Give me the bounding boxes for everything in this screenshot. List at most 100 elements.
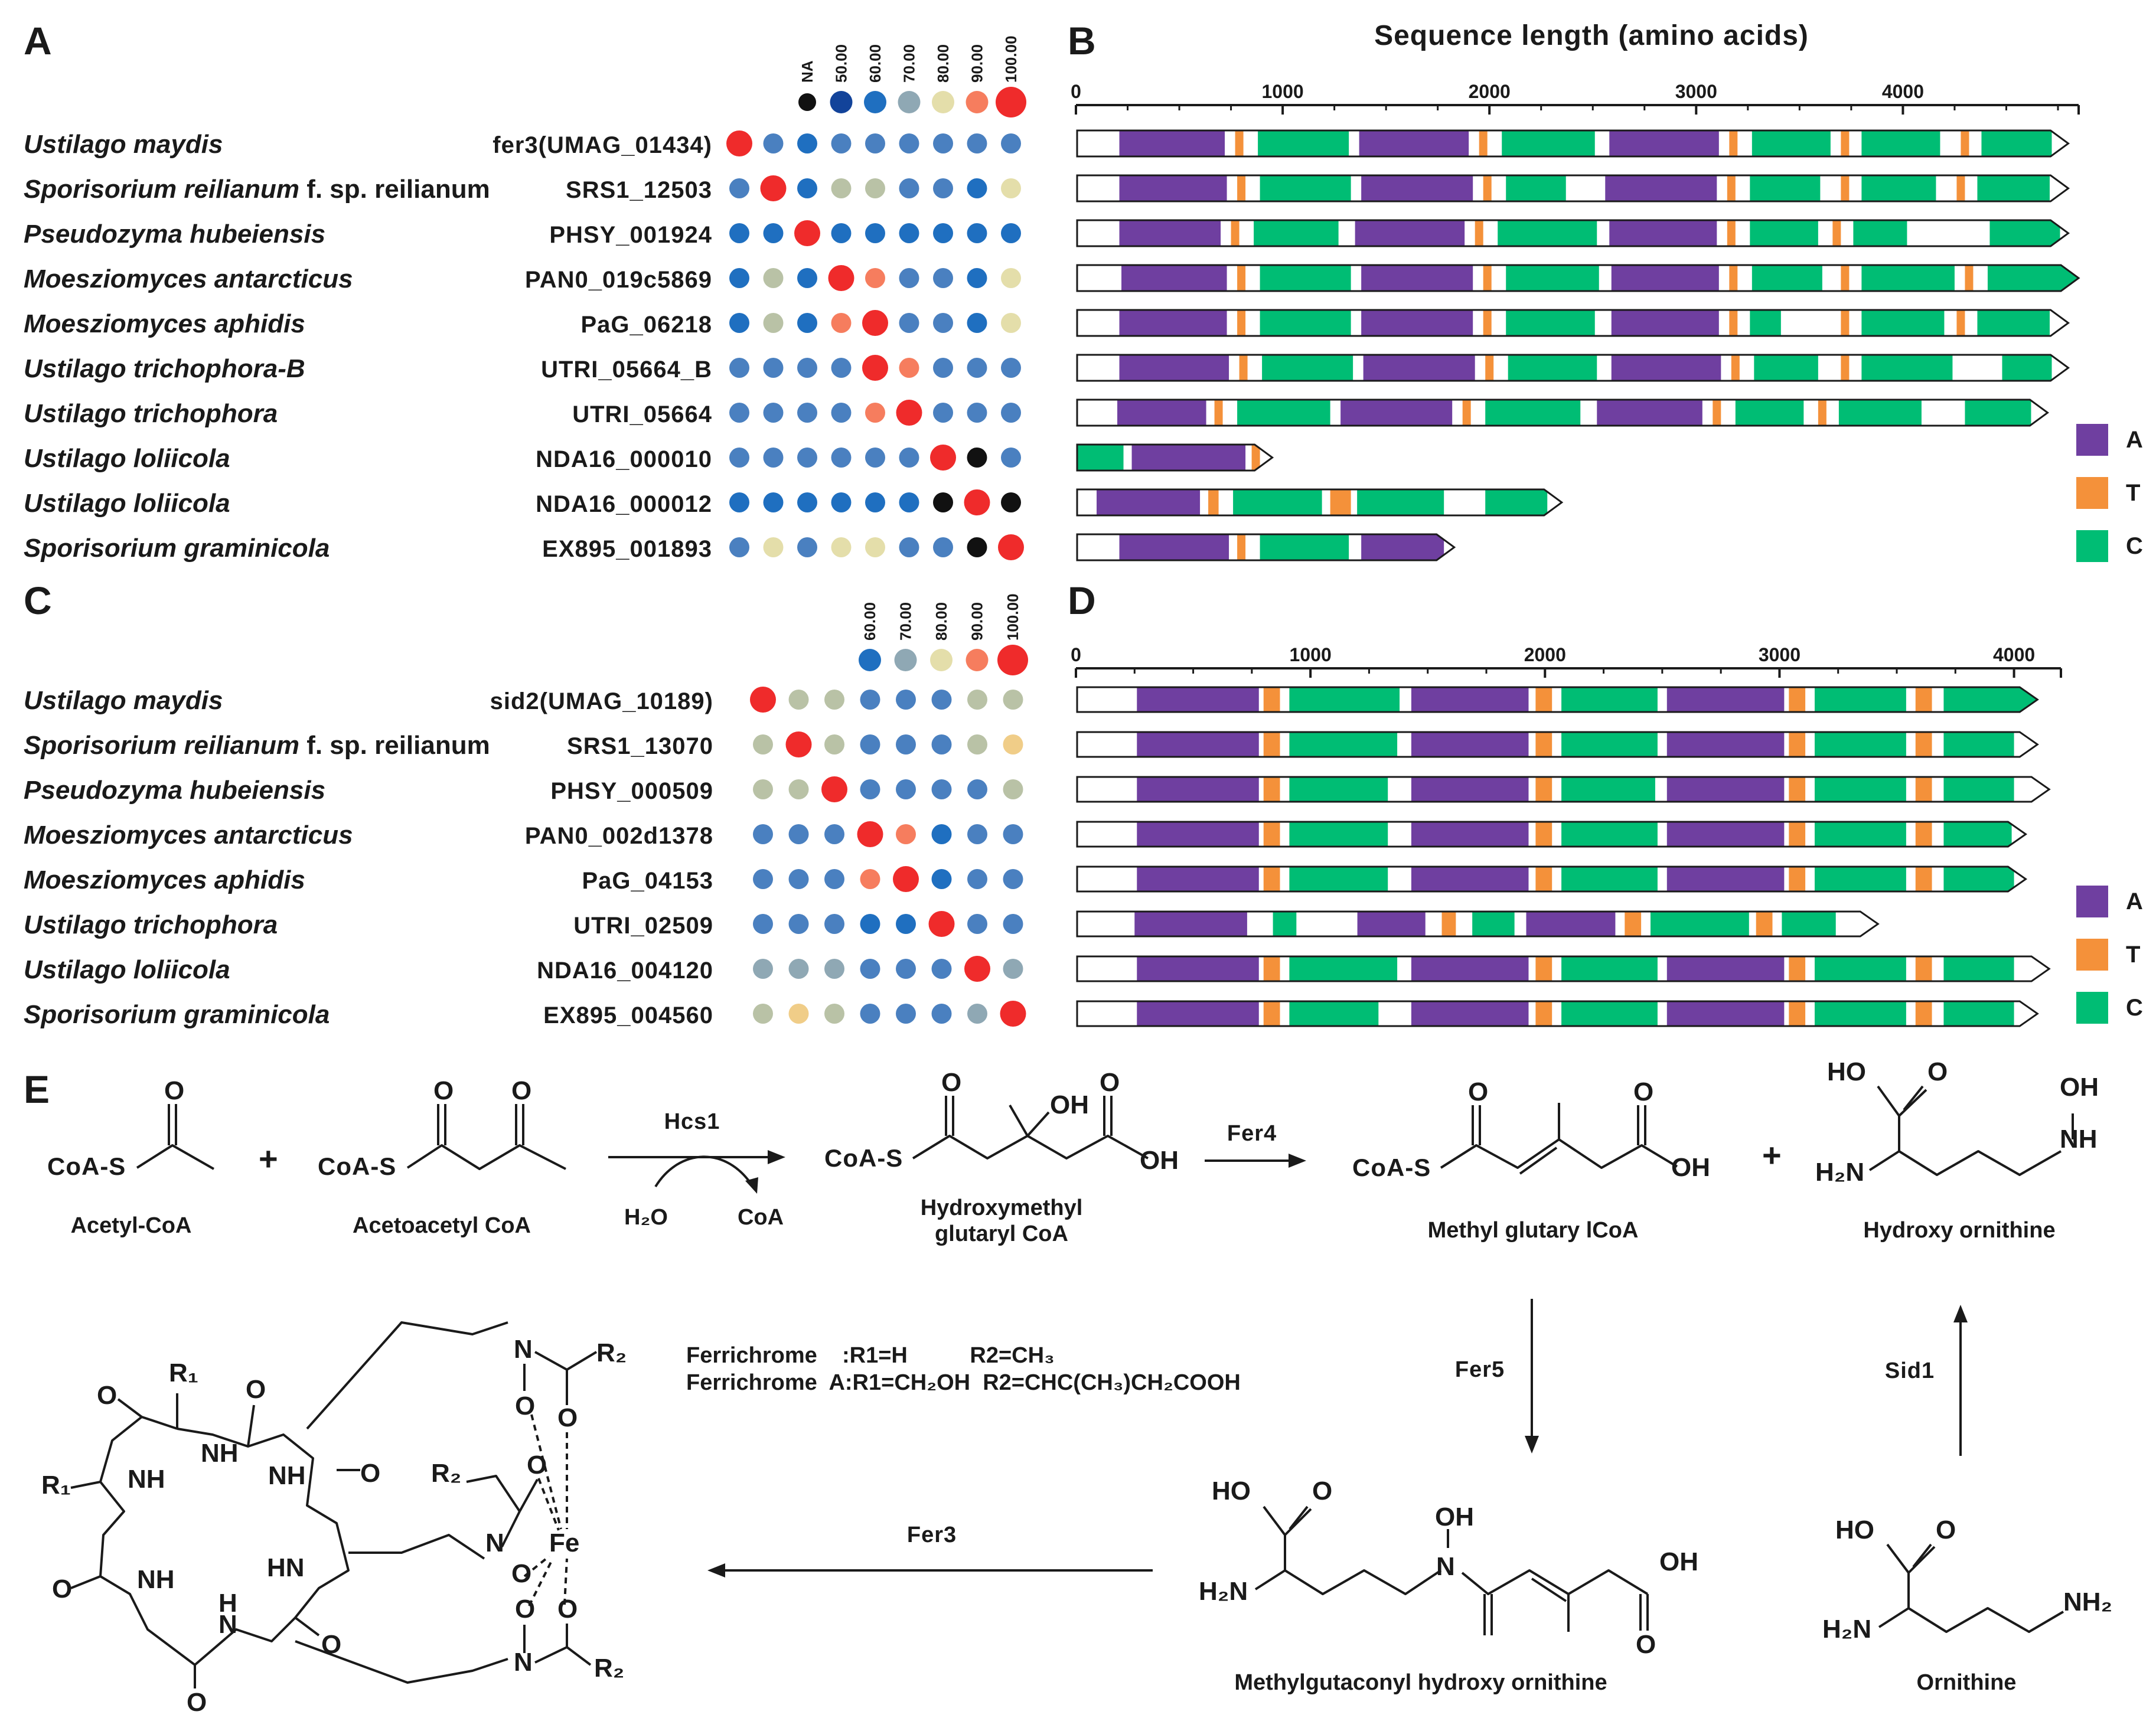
identity-dot (933, 313, 953, 333)
domain-t (1237, 265, 1246, 291)
identity-dot (899, 223, 919, 243)
identity-dot (930, 445, 956, 471)
gene-id: PHSY_000509 (550, 778, 713, 804)
atom-o: O (1936, 1516, 1956, 1544)
domain-c (1861, 175, 1936, 201)
identity-dot (860, 779, 880, 799)
identity-dot (831, 223, 852, 243)
domain-t (1237, 534, 1246, 560)
domain-c (1750, 175, 1821, 201)
domain-a (1597, 400, 1702, 426)
identity-dot (824, 869, 844, 889)
domain-t (1208, 489, 1219, 515)
identity-dot (967, 313, 987, 333)
identity-dot (729, 403, 749, 423)
domain-t (1263, 732, 1280, 757)
identity-dot (933, 358, 953, 378)
atom-oh: OH (1140, 1146, 1179, 1175)
protein-outline (1076, 488, 1564, 517)
domain-c (1943, 822, 2012, 847)
identity-dot (896, 1004, 916, 1024)
identity-dot (931, 824, 952, 844)
domain-c (1260, 175, 1351, 201)
domain-c (1561, 732, 1658, 757)
domain-t (1915, 777, 1932, 802)
scale-dot (966, 91, 989, 113)
plus-sign-1: + (259, 1140, 278, 1177)
identity-dot (1000, 1001, 1026, 1027)
domain-t (1915, 687, 1932, 712)
domain-t (1483, 175, 1492, 201)
atom-nh: NH (201, 1439, 239, 1468)
atom-oh: OH (1435, 1503, 1474, 1531)
domain-c (1289, 732, 1398, 757)
atom-n: N (218, 1610, 237, 1639)
protein-domains (1137, 687, 2038, 712)
scale-dot (930, 649, 953, 671)
scale-dot (898, 91, 921, 113)
hmg-coa-label-1: Hydroxymethyl (921, 1196, 1083, 1220)
domain-a (1411, 777, 1529, 802)
domain-a (1666, 777, 1785, 802)
identity-dot (998, 534, 1024, 560)
protein-domains (1097, 489, 1548, 515)
domain-t (1625, 912, 1642, 936)
ferrichrome-definition-1: Ferrichrome :R1=H R2=CH₃ (686, 1343, 1055, 1368)
atom-o: O (246, 1375, 266, 1404)
species-name: Ustilago loliicola (24, 489, 230, 518)
scale-label: 90.00 (968, 44, 986, 83)
domain-c (1977, 310, 2050, 336)
domain-t (1915, 867, 1932, 891)
protein-domains (1121, 265, 2079, 291)
identity-dot (726, 130, 752, 156)
domain-t (1915, 956, 1932, 981)
domain-c (1561, 822, 1658, 847)
identity-dot (896, 914, 916, 934)
domain-t (1263, 687, 1280, 712)
gene-id: PAN0_002d1378 (525, 823, 713, 849)
gene-id: UTRI_05664_B (541, 357, 712, 383)
atom-o: O (1100, 1068, 1120, 1097)
identity-dot (831, 492, 852, 512)
identity-dot (763, 403, 784, 423)
protein-domains (1137, 867, 2014, 891)
scale-dot (996, 87, 1026, 117)
species-name: Moesziomyces antarcticus (24, 821, 353, 850)
protein-domains (1117, 400, 2031, 426)
legend-label: A (2126, 889, 2143, 914)
protein-outline (1076, 865, 2028, 893)
domain-a (1666, 1001, 1785, 1026)
legend-swatch-a (2076, 424, 2108, 456)
domain-t (1841, 175, 1850, 201)
identity-dot (865, 537, 885, 557)
domain-a (1137, 777, 1259, 802)
scale-dot (859, 649, 881, 671)
domain-t (1729, 265, 1738, 291)
identity-dot (1003, 869, 1023, 889)
panel-letter-d: D (1068, 579, 1096, 622)
x-axis-tick-label: 4000 (1993, 644, 2035, 665)
domain-c (1651, 912, 1749, 936)
scale-label: 60.00 (866, 44, 884, 83)
atom-fe: Fe (549, 1528, 579, 1557)
protein-outline (1076, 174, 2070, 202)
domain-t (1713, 400, 1721, 426)
domain-a (1121, 265, 1227, 291)
gene-id: EX895_001893 (542, 536, 712, 562)
protein-domains (1119, 355, 2052, 381)
identity-dot (899, 313, 919, 333)
atom-ho: HO (1212, 1477, 1251, 1505)
identity-dot (785, 731, 812, 757)
identity-dot (933, 133, 953, 153)
domain-t (1263, 822, 1280, 847)
protein-outline (1076, 443, 1274, 472)
domain-c (2002, 355, 2052, 381)
identity-dot (933, 537, 953, 557)
atom-h2n: H₂N (1199, 1577, 1248, 1606)
identity-dot (865, 492, 885, 512)
panel-letter-c: C (24, 579, 52, 622)
domain-a (1137, 867, 1259, 891)
domain-c (1260, 265, 1351, 291)
